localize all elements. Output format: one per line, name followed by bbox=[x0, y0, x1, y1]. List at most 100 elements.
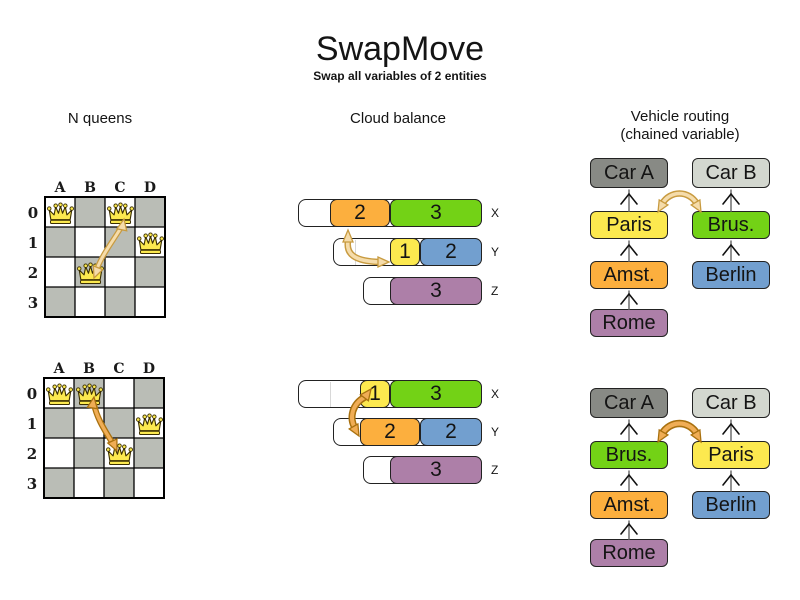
process-value: 2 bbox=[354, 201, 366, 224]
col-label: C bbox=[113, 361, 124, 377]
chain-arrows bbox=[620, 189, 740, 540]
chain-arrow bbox=[620, 470, 638, 492]
row-label: 1 bbox=[27, 415, 37, 433]
queen-icon bbox=[105, 443, 134, 466]
capacity-tick bbox=[330, 381, 331, 407]
vrp-box-label: Car B bbox=[705, 161, 757, 184]
vrp-box-label: Amst. bbox=[603, 263, 655, 286]
nqueens-board-before: A B C D 0 1 2 3 bbox=[28, 180, 166, 318]
process-block: 3 bbox=[390, 380, 482, 408]
row-label: 2 bbox=[27, 445, 37, 463]
row-label: 0 bbox=[27, 385, 37, 403]
chain-arrow bbox=[620, 419, 638, 442]
col-label: B bbox=[83, 361, 95, 377]
process-value: 1 bbox=[399, 240, 411, 263]
process-value: 3 bbox=[430, 201, 442, 224]
vrp-box-label: Brus. bbox=[707, 213, 755, 236]
vrp-box-label: Berlin bbox=[705, 493, 757, 516]
col-label: C bbox=[114, 180, 125, 196]
vrp-box-car-b: Car B bbox=[692, 388, 770, 418]
row-label: 2 bbox=[28, 264, 38, 282]
row-label: 3 bbox=[27, 475, 37, 493]
vrp-box-label: Paris bbox=[606, 213, 652, 236]
process-block: 3 bbox=[390, 456, 482, 484]
queen-icon bbox=[136, 232, 165, 255]
vrp-box-label: Car B bbox=[705, 391, 757, 414]
vrp-box-label: Rome bbox=[602, 311, 656, 334]
vrp-box-label: Amst. bbox=[603, 493, 655, 516]
vrp-box-label: Car A bbox=[603, 161, 655, 184]
cloud-header: Cloud balance bbox=[350, 110, 446, 127]
queen-icon bbox=[46, 202, 75, 225]
queen-icon bbox=[106, 202, 135, 225]
vrp-box-brussels: Brus. bbox=[590, 441, 668, 469]
chain-arrow bbox=[722, 240, 740, 262]
chain-arrow bbox=[722, 189, 740, 212]
vrp-header-line1: Vehicle routing bbox=[630, 108, 730, 125]
page-subtitle: Swap all variables of 2 entities bbox=[313, 69, 487, 83]
process-value: 3 bbox=[430, 458, 442, 481]
swap-arrow bbox=[657, 419, 702, 444]
process-block: 2 bbox=[420, 418, 482, 446]
col-label: D bbox=[143, 361, 155, 377]
process-value: 2 bbox=[445, 420, 457, 443]
vrp-header: Vehicle routing (chained variable) bbox=[580, 108, 780, 144]
process-block: 2 bbox=[360, 418, 420, 446]
row-label: 1 bbox=[28, 234, 38, 252]
board-border bbox=[43, 377, 165, 499]
process-value: 3 bbox=[430, 279, 442, 302]
process-block: 1 bbox=[390, 238, 420, 266]
computer-label: Y bbox=[491, 245, 500, 259]
process-value: 2 bbox=[384, 420, 396, 443]
vrp-box-car-a: Car A bbox=[590, 388, 668, 418]
vrp-box-rome: Rome bbox=[590, 539, 668, 567]
process-value: 3 bbox=[430, 382, 442, 405]
process-value: 1 bbox=[369, 382, 381, 405]
vrp-box-amsterdam: Amst. bbox=[590, 491, 668, 519]
process-block: 3 bbox=[390, 199, 482, 227]
chain-arrow bbox=[620, 240, 638, 262]
nqueens-board-after: A B C D 0 1 2 3 bbox=[27, 361, 165, 499]
col-label: D bbox=[144, 180, 156, 196]
chain-arrow bbox=[620, 189, 638, 212]
board-gridlines bbox=[45, 197, 165, 317]
board-gridlines bbox=[44, 378, 164, 498]
col-label: B bbox=[84, 180, 96, 196]
col-label: A bbox=[53, 361, 66, 377]
swap-arrow bbox=[657, 190, 702, 214]
vrp-box-berlin: Berlin bbox=[692, 491, 770, 519]
computer-label: Y bbox=[491, 425, 500, 439]
process-value: 2 bbox=[445, 240, 457, 263]
vrp-box-brussels: Brus. bbox=[692, 211, 770, 239]
computer-label: Z bbox=[491, 284, 499, 298]
computer-label: Z bbox=[491, 463, 499, 477]
process-block: 2 bbox=[330, 199, 390, 227]
page-title: SwapMove bbox=[315, 30, 485, 68]
chain-arrow bbox=[722, 470, 740, 492]
vrp-box-berlin: Berlin bbox=[692, 261, 770, 289]
process-block: 3 bbox=[390, 277, 482, 305]
capacity-tick bbox=[355, 239, 356, 265]
vrp-box-amsterdam: Amst. bbox=[590, 261, 668, 289]
vrp-box-car-a: Car A bbox=[590, 158, 668, 188]
row-label: 0 bbox=[28, 204, 38, 222]
row-label: 3 bbox=[28, 294, 38, 312]
computer-label: X bbox=[491, 206, 500, 220]
board-border bbox=[44, 196, 166, 318]
swap-arrow bbox=[86, 395, 118, 453]
vrp-box-label: Car A bbox=[603, 391, 655, 414]
vrp-box-label: Paris bbox=[708, 443, 754, 466]
chain-arrow bbox=[620, 520, 638, 540]
vrp-box-car-b: Car B bbox=[692, 158, 770, 188]
vrp-box-label: Brus. bbox=[605, 443, 653, 466]
process-block: 2 bbox=[420, 238, 482, 266]
chain-arrow bbox=[620, 290, 638, 310]
vrp-box-label: Rome bbox=[602, 541, 656, 564]
computer-label: X bbox=[491, 387, 500, 401]
vrp-box-label: Berlin bbox=[705, 263, 757, 286]
vrp-box-rome: Rome bbox=[590, 309, 668, 337]
chain-arrow bbox=[722, 419, 740, 442]
queen-icon bbox=[135, 413, 164, 436]
vrp-box-paris: Paris bbox=[692, 441, 770, 469]
